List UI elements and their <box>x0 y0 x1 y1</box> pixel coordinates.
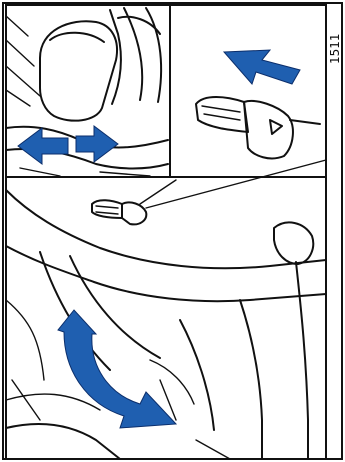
inset-seat-detail <box>6 5 170 177</box>
figure-reference-number: 1511 <box>328 33 342 64</box>
